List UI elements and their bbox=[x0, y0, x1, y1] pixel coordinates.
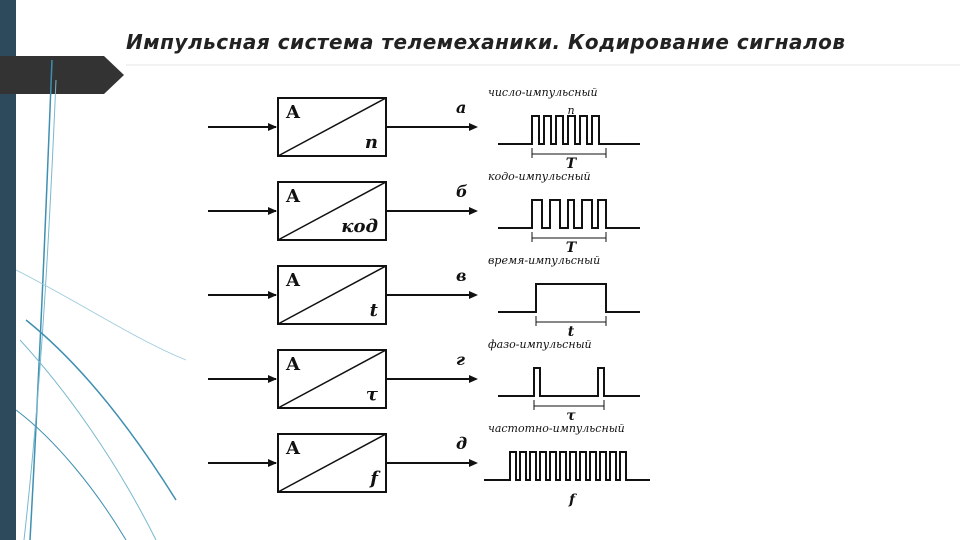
pulse-waveform bbox=[484, 451, 650, 481]
input-arrow-head bbox=[268, 459, 277, 467]
converter-input-label: A bbox=[285, 102, 301, 123]
output-arrow-head bbox=[469, 123, 478, 131]
interval-label: T bbox=[566, 240, 578, 256]
output-letter: б bbox=[456, 182, 468, 201]
decorative-lines bbox=[16, 60, 186, 540]
pulse-waveform bbox=[498, 367, 640, 397]
converter-output-label: код bbox=[341, 216, 378, 237]
output-letter: г bbox=[456, 350, 465, 369]
converter-diagonal bbox=[277, 97, 387, 157]
converter-input-label: A bbox=[285, 186, 301, 207]
encoding-type-label: время-импульсный bbox=[488, 254, 601, 267]
converter-input-label: A bbox=[285, 438, 301, 459]
converter-input-label: A bbox=[285, 270, 301, 291]
converter-input-label: A bbox=[285, 354, 301, 375]
encoding-type-label: число-импульсный bbox=[488, 86, 598, 99]
converter-diagonal bbox=[277, 349, 387, 409]
output-letter: д bbox=[456, 434, 467, 453]
output-letter: в bbox=[456, 266, 467, 285]
interval-label: T bbox=[566, 156, 578, 172]
encoding-type-label: кодо-импульсный bbox=[488, 170, 591, 183]
encoding-type-label: фазо-импульсный bbox=[488, 338, 592, 351]
output-letter: а bbox=[456, 98, 466, 117]
slide-title: Импульсная система телемеханики. Кодиров… bbox=[126, 30, 846, 54]
interval-label: t bbox=[568, 324, 575, 340]
converter-output-label: t bbox=[370, 300, 379, 321]
title-tab-marker bbox=[0, 56, 124, 94]
input-arrow-head bbox=[268, 375, 277, 383]
converter-output-label: τ bbox=[366, 384, 379, 405]
title-divider bbox=[126, 64, 960, 66]
encoding-type-label: частотно-импульсный bbox=[488, 422, 625, 435]
input-arrow-head bbox=[268, 123, 277, 131]
output-arrow-head bbox=[469, 207, 478, 215]
sidebar-accent-bar bbox=[0, 0, 16, 540]
input-arrow-head bbox=[268, 207, 277, 215]
converter-output-label: f bbox=[368, 468, 381, 489]
pulse-waveform bbox=[498, 199, 640, 229]
output-arrow-head bbox=[469, 291, 478, 299]
pulse-waveform bbox=[498, 115, 640, 145]
pulse-count-label: n bbox=[567, 104, 574, 117]
converter-diagonal bbox=[277, 181, 387, 241]
interval-label: τ bbox=[566, 408, 576, 424]
converter-output-label: n bbox=[365, 132, 378, 153]
output-arrow-head bbox=[469, 459, 478, 467]
pulse-waveform bbox=[498, 283, 640, 313]
interval-label: f bbox=[568, 492, 578, 508]
converter-diagonal bbox=[277, 433, 387, 493]
converter-diagonal bbox=[277, 265, 387, 325]
output-arrow-head bbox=[469, 375, 478, 383]
input-arrow-head bbox=[268, 291, 277, 299]
